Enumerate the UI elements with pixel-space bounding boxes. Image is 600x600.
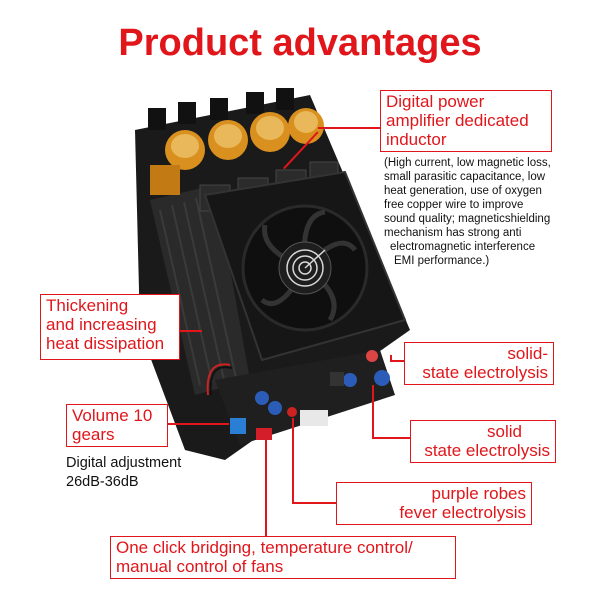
callout-purple-line1: purple robes: [431, 484, 526, 503]
callout-inductor-line3: inductor: [386, 130, 447, 149]
callout-solid1-line1: solid-: [507, 344, 548, 363]
capacitors: [150, 108, 324, 195]
callout-bridging-line2: manual control of fans: [116, 557, 284, 576]
note-line: EMI performance.): [394, 255, 490, 267]
leader-purple-v: [292, 418, 294, 502]
volume-knob: [230, 418, 246, 434]
callout-inductor: Digital power amplifier dedicated induct…: [380, 90, 552, 152]
note-line: electromagnetic interference: [390, 241, 536, 253]
callout-bridging-line1: One click bridging, temperature control/: [116, 538, 413, 557]
fan-connector: [300, 410, 328, 426]
note-line: (High current, low magnetic loss,: [384, 157, 551, 169]
leader-solid1-h: [390, 360, 404, 362]
callout-bridging: One click bridging, temperature control/…: [110, 536, 456, 579]
note-line: small parasitic capacitance, low: [384, 171, 546, 183]
callout-volume-line2: gears: [72, 425, 115, 444]
callout-purple-robes: purple robes fever electrolysis: [336, 482, 532, 525]
inductor-note: (High current, low magnetic loss, small …: [384, 156, 589, 268]
callout-purple-line2: fever electrolysis: [399, 503, 526, 522]
leader-volume-h: [167, 423, 229, 425]
note-line: free copper wire to improve: [384, 199, 524, 211]
callout-inductor-line2: amplifier dedicated: [386, 111, 529, 130]
callout-solid-state-2: solid state electrolysis: [410, 420, 556, 463]
callout-heat-line3: heat dissipation: [46, 334, 165, 353]
callout-solid1-line2: state electrolysis: [422, 363, 548, 382]
small-capacitors: [255, 350, 390, 417]
note-line: sound quality; magneticshielding: [384, 213, 551, 225]
cooling-fan: [203, 170, 407, 362]
callout-heat-line2: and increasing: [46, 315, 157, 334]
callout-volume: Volume 10 gears: [66, 404, 168, 447]
callout-heat-line1: Thickening: [46, 296, 129, 315]
leader-purple-h: [292, 502, 336, 504]
callout-solid2-line1: solid: [487, 422, 522, 441]
terminal-blocks: [148, 88, 294, 130]
note-line: mechanism has strong anti: [384, 227, 522, 239]
leader-bridging: [265, 440, 267, 536]
callout-volume-line1: Volume 10: [72, 406, 153, 425]
callout-solid-state-1: solid- state electrolysis: [404, 342, 554, 385]
leader-heat: [180, 330, 202, 332]
digital-adjustment-line1: Digital adjustment: [66, 455, 182, 471]
note-line: heat generation, use of oxygen: [384, 185, 542, 197]
digital-adjustment-text: Digital adjustment 26dB-36dB: [66, 454, 181, 492]
leader-solid2-h: [372, 437, 412, 439]
page-title: Product advantages: [118, 22, 482, 64]
callout-inductor-line1: Digital power: [386, 92, 485, 111]
dip-switch: [256, 428, 272, 440]
leader-solid2-v: [372, 385, 374, 437]
leader-inductor-h: [318, 127, 380, 129]
callout-solid2-line2: state electrolysis: [424, 441, 550, 460]
heatsink: [150, 185, 250, 395]
callout-heat: Thickening and increasing heat dissipati…: [40, 294, 180, 360]
leader-solid1-v: [390, 355, 392, 361]
digital-adjustment-line2: 26dB-36dB: [66, 474, 139, 490]
